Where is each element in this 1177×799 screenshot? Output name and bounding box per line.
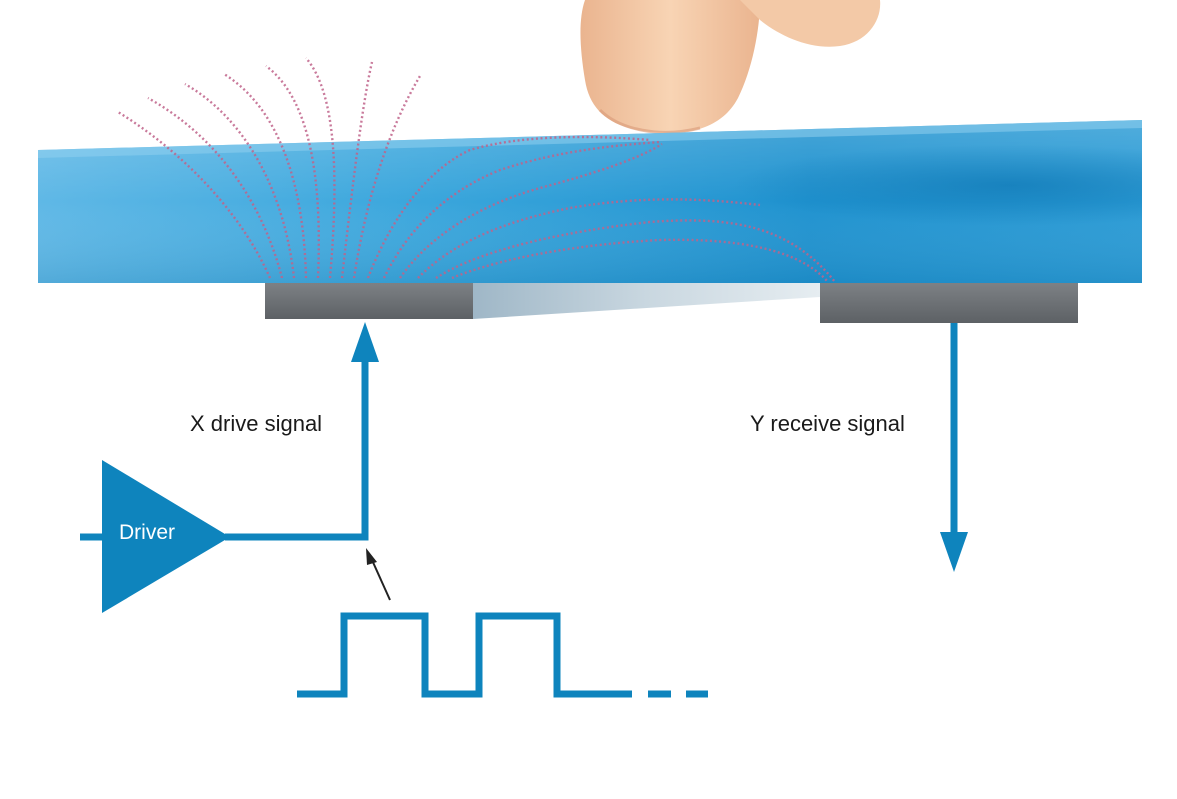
- driver-amplifier-icon: [80, 460, 230, 613]
- receive-electrode: [820, 283, 1078, 323]
- y-receive-arrow: [940, 323, 968, 572]
- drive-electrode: [265, 283, 473, 319]
- square-wave-signal: [297, 612, 708, 698]
- touch-glass-panel: [38, 120, 1142, 283]
- waveform-pointer-arrow: [366, 548, 391, 601]
- driver-label: Driver: [119, 521, 175, 544]
- electrode-bridge: [473, 283, 820, 319]
- electric-field-lines: [117, 57, 836, 283]
- y-receive-signal-label: Y receive signal: [750, 411, 905, 436]
- x-drive-arrow: [225, 322, 379, 541]
- finger-icon: [580, 0, 881, 134]
- x-drive-signal-label: X drive signal: [190, 411, 323, 436]
